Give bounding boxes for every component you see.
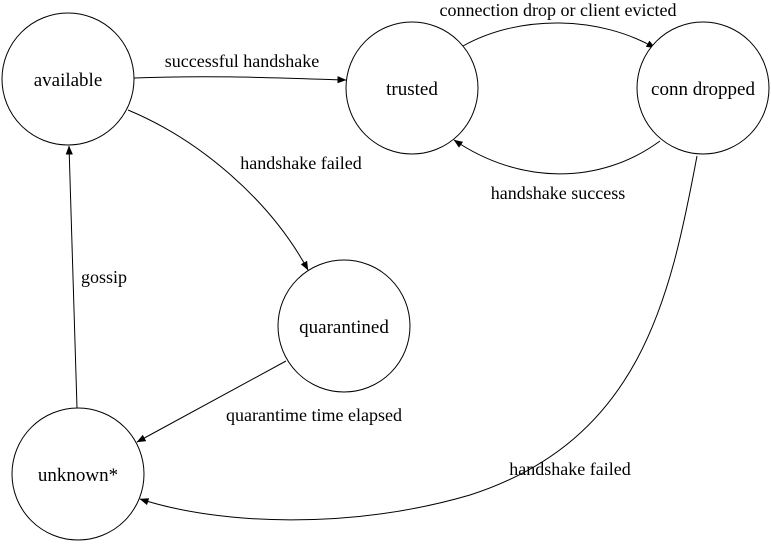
state-label: trusted [386, 79, 438, 100]
edge-label: handshake failed [240, 153, 361, 173]
edge-line [453, 139, 661, 175]
edge-label: handshake success [491, 183, 625, 203]
edge-label: handshake failed [509, 459, 630, 479]
edge-line [127, 109, 309, 271]
edge-label: connection drop or client evicted [440, 0, 677, 20]
edge-unknown-to-available: gossip [65, 145, 127, 409]
edge-label: gossip [81, 267, 127, 287]
state-label: quarantined [299, 317, 389, 338]
state-available: available [1, 12, 135, 146]
edge-line [462, 22, 656, 49]
edge-available-to-trusted: successful handshake [133, 51, 347, 84]
state-unknown: unknown* [11, 407, 145, 541]
state-quarantined: quarantined [277, 259, 411, 393]
edge-conn-dropped-to-unknown: handshake failed [139, 155, 698, 521]
edge-label: quarantime time elapsed [226, 405, 402, 425]
edge-trusted-to-conn-dropped: connection drop or client evicted [440, 0, 677, 49]
state-trusted: trusted [345, 21, 479, 155]
edge-line [136, 360, 287, 443]
edge-conn-dropped-to-trusted: handshake success [453, 139, 661, 203]
edge-line [139, 155, 698, 521]
state-label: conn dropped [651, 79, 755, 100]
edge-available-to-quarantined: handshake failed [127, 109, 362, 271]
edge-quarantined-to-unknown: quarantime time elapsed [136, 360, 402, 443]
edge-line [65, 145, 78, 409]
state-label: available [34, 70, 103, 91]
edge-label: successful handshake [165, 51, 319, 71]
edge-line [133, 76, 347, 84]
state-conn-dropped: conn dropped [636, 21, 770, 155]
state-label: unknown* [38, 465, 118, 486]
